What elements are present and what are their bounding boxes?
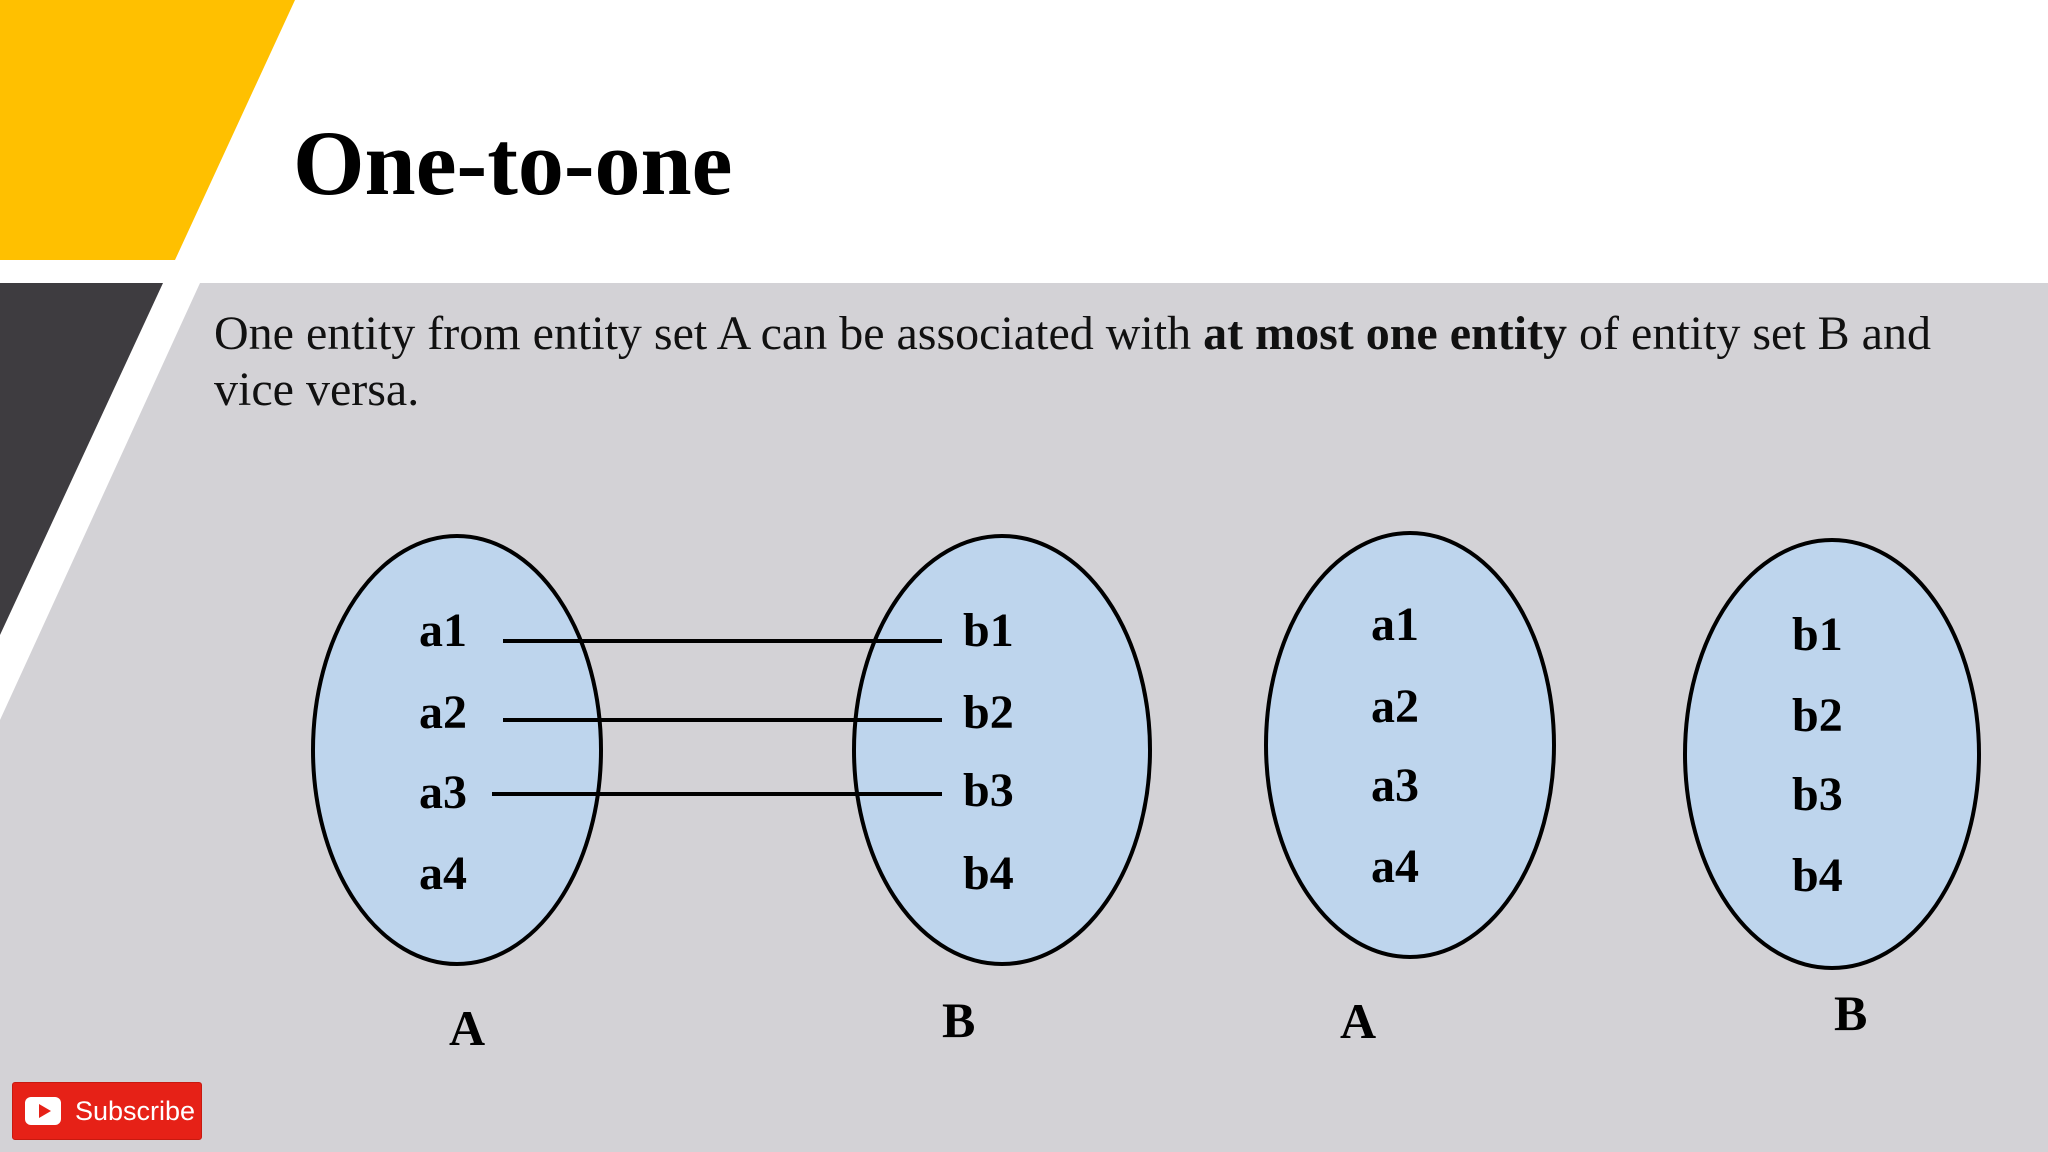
set-a-ellipse-right bbox=[1264, 531, 1556, 959]
left-set-a-item: a4 bbox=[419, 847, 467, 900]
right-set-b-item: b1 bbox=[1792, 608, 1843, 661]
yellow-accent-shape bbox=[0, 0, 295, 260]
right-set-b-item: b2 bbox=[1792, 689, 1843, 742]
right-set-b-item: b3 bbox=[1792, 768, 1843, 821]
slide-description: One entity from entity set A can be asso… bbox=[214, 306, 2004, 418]
left-set-b-item: b1 bbox=[963, 604, 1014, 657]
left-set-a-item: a2 bbox=[419, 686, 467, 739]
subscribe-button[interactable]: Subscribe bbox=[12, 1082, 202, 1140]
set-b-ellipse-right bbox=[1683, 538, 1981, 970]
right-set-a-item: a1 bbox=[1371, 598, 1419, 651]
description-text-end: of entity set B and vice versa. bbox=[214, 307, 1931, 416]
right-set-a-label: A bbox=[1340, 993, 1377, 1049]
right-set-a-item: a3 bbox=[1371, 759, 1419, 812]
right-set-b-label: B bbox=[1834, 985, 1868, 1041]
youtube-play-icon bbox=[25, 1097, 61, 1125]
description-bold-text: at most one entity bbox=[1203, 307, 1568, 360]
right-set-a-item: a4 bbox=[1371, 840, 1419, 893]
dark-accent-shape bbox=[0, 283, 163, 635]
left-set-b-item: b4 bbox=[963, 847, 1014, 900]
left-set-b-label: B bbox=[942, 992, 976, 1048]
left-set-a-label: A bbox=[449, 1000, 486, 1056]
right-set-a-item: a2 bbox=[1371, 680, 1419, 733]
left-set-b-item: b3 bbox=[963, 764, 1014, 817]
slide-title: One-to-one bbox=[293, 112, 733, 214]
subscribe-label: Subscribe bbox=[75, 1096, 196, 1126]
left-set-a-item: a1 bbox=[419, 604, 467, 657]
right-set-b-item: b4 bbox=[1792, 849, 1843, 902]
left-set-b-item: b2 bbox=[963, 686, 1014, 739]
left-set-a-item: a3 bbox=[419, 766, 467, 819]
description-text-start: One entity from entity set A can be asso… bbox=[214, 307, 1204, 360]
